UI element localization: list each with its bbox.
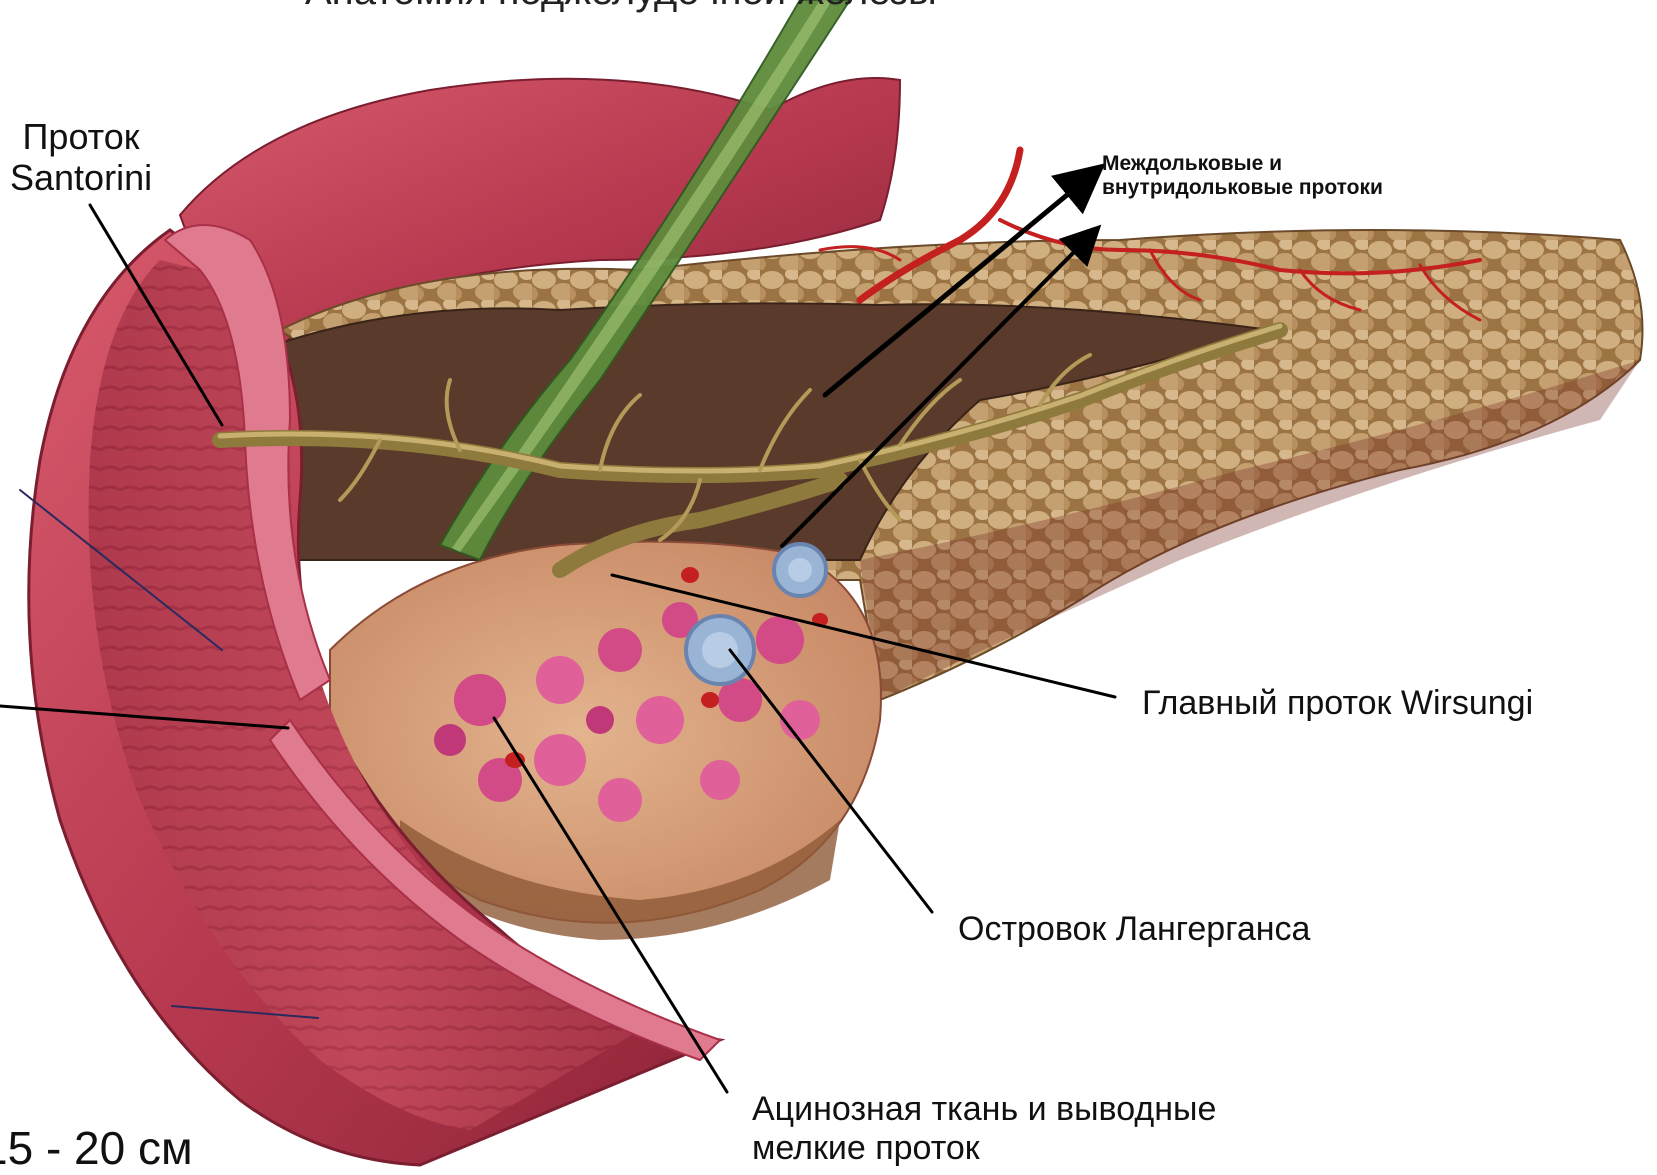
label-pancreas-length: 15 - 20 см bbox=[0, 1122, 193, 1175]
label-santorini-line1: Проток bbox=[10, 116, 152, 157]
label-interlobular-line2: внутридольковые протоки bbox=[1102, 176, 1383, 200]
label-acinar-line2: мелкие проток bbox=[752, 1129, 1216, 1168]
label-langerhans-islet: Островок Лангерганса bbox=[958, 910, 1310, 949]
label-interlobular-line1: Междольковые и bbox=[1102, 152, 1383, 176]
diagram-title: Анатомия поджелудочной железы bbox=[305, 0, 937, 14]
label-interlobular-ducts: Междольковые и внутридольковые протоки bbox=[1102, 152, 1383, 200]
label-acinar-tissue: Ацинозная ткань и выводные мелкие проток bbox=[752, 1090, 1216, 1168]
label-santorini-duct: Проток Santorini bbox=[10, 116, 152, 199]
label-santorini-line2: Santorini bbox=[10, 157, 152, 198]
label-acinar-line1: Ацинозная ткань и выводные bbox=[752, 1090, 1216, 1129]
label-wirsungi-duct: Главный проток Wirsungi bbox=[1142, 684, 1533, 723]
